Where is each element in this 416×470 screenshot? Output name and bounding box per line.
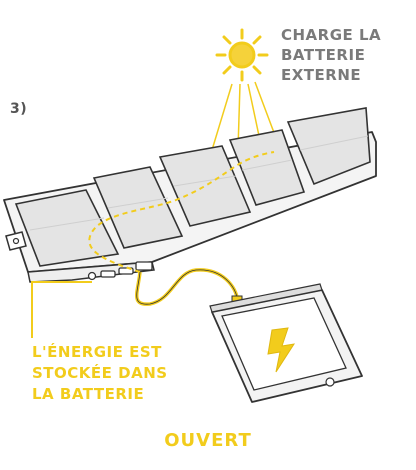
state-label: OUVERT xyxy=(164,430,252,451)
sun-caption-line: EXTERNE xyxy=(281,66,362,84)
phone-icon xyxy=(209,283,363,403)
sun-caption: CHARGE LA BATTERIE EXTERNE xyxy=(281,25,381,85)
solar-panel-icon xyxy=(3,107,377,283)
sun-caption-line: CHARGE LA xyxy=(281,26,382,44)
usb-cable xyxy=(135,268,240,306)
battery-caption: L'ÉNERGIE EST STOCKÉE DANS LA BATTERIE xyxy=(32,342,168,405)
lightning-bolt-icon xyxy=(267,327,296,373)
sun-icon xyxy=(215,28,269,82)
sun-caption-line: BATTERIE xyxy=(281,46,366,64)
battery-caption-line: L'ÉNERGIE EST xyxy=(32,343,162,361)
step-label: 3) xyxy=(10,101,28,117)
battery-caption-line: LA BATTERIE xyxy=(32,385,145,403)
battery-pointer xyxy=(31,281,92,338)
battery-caption-line: STOCKÉE DANS xyxy=(32,364,168,382)
